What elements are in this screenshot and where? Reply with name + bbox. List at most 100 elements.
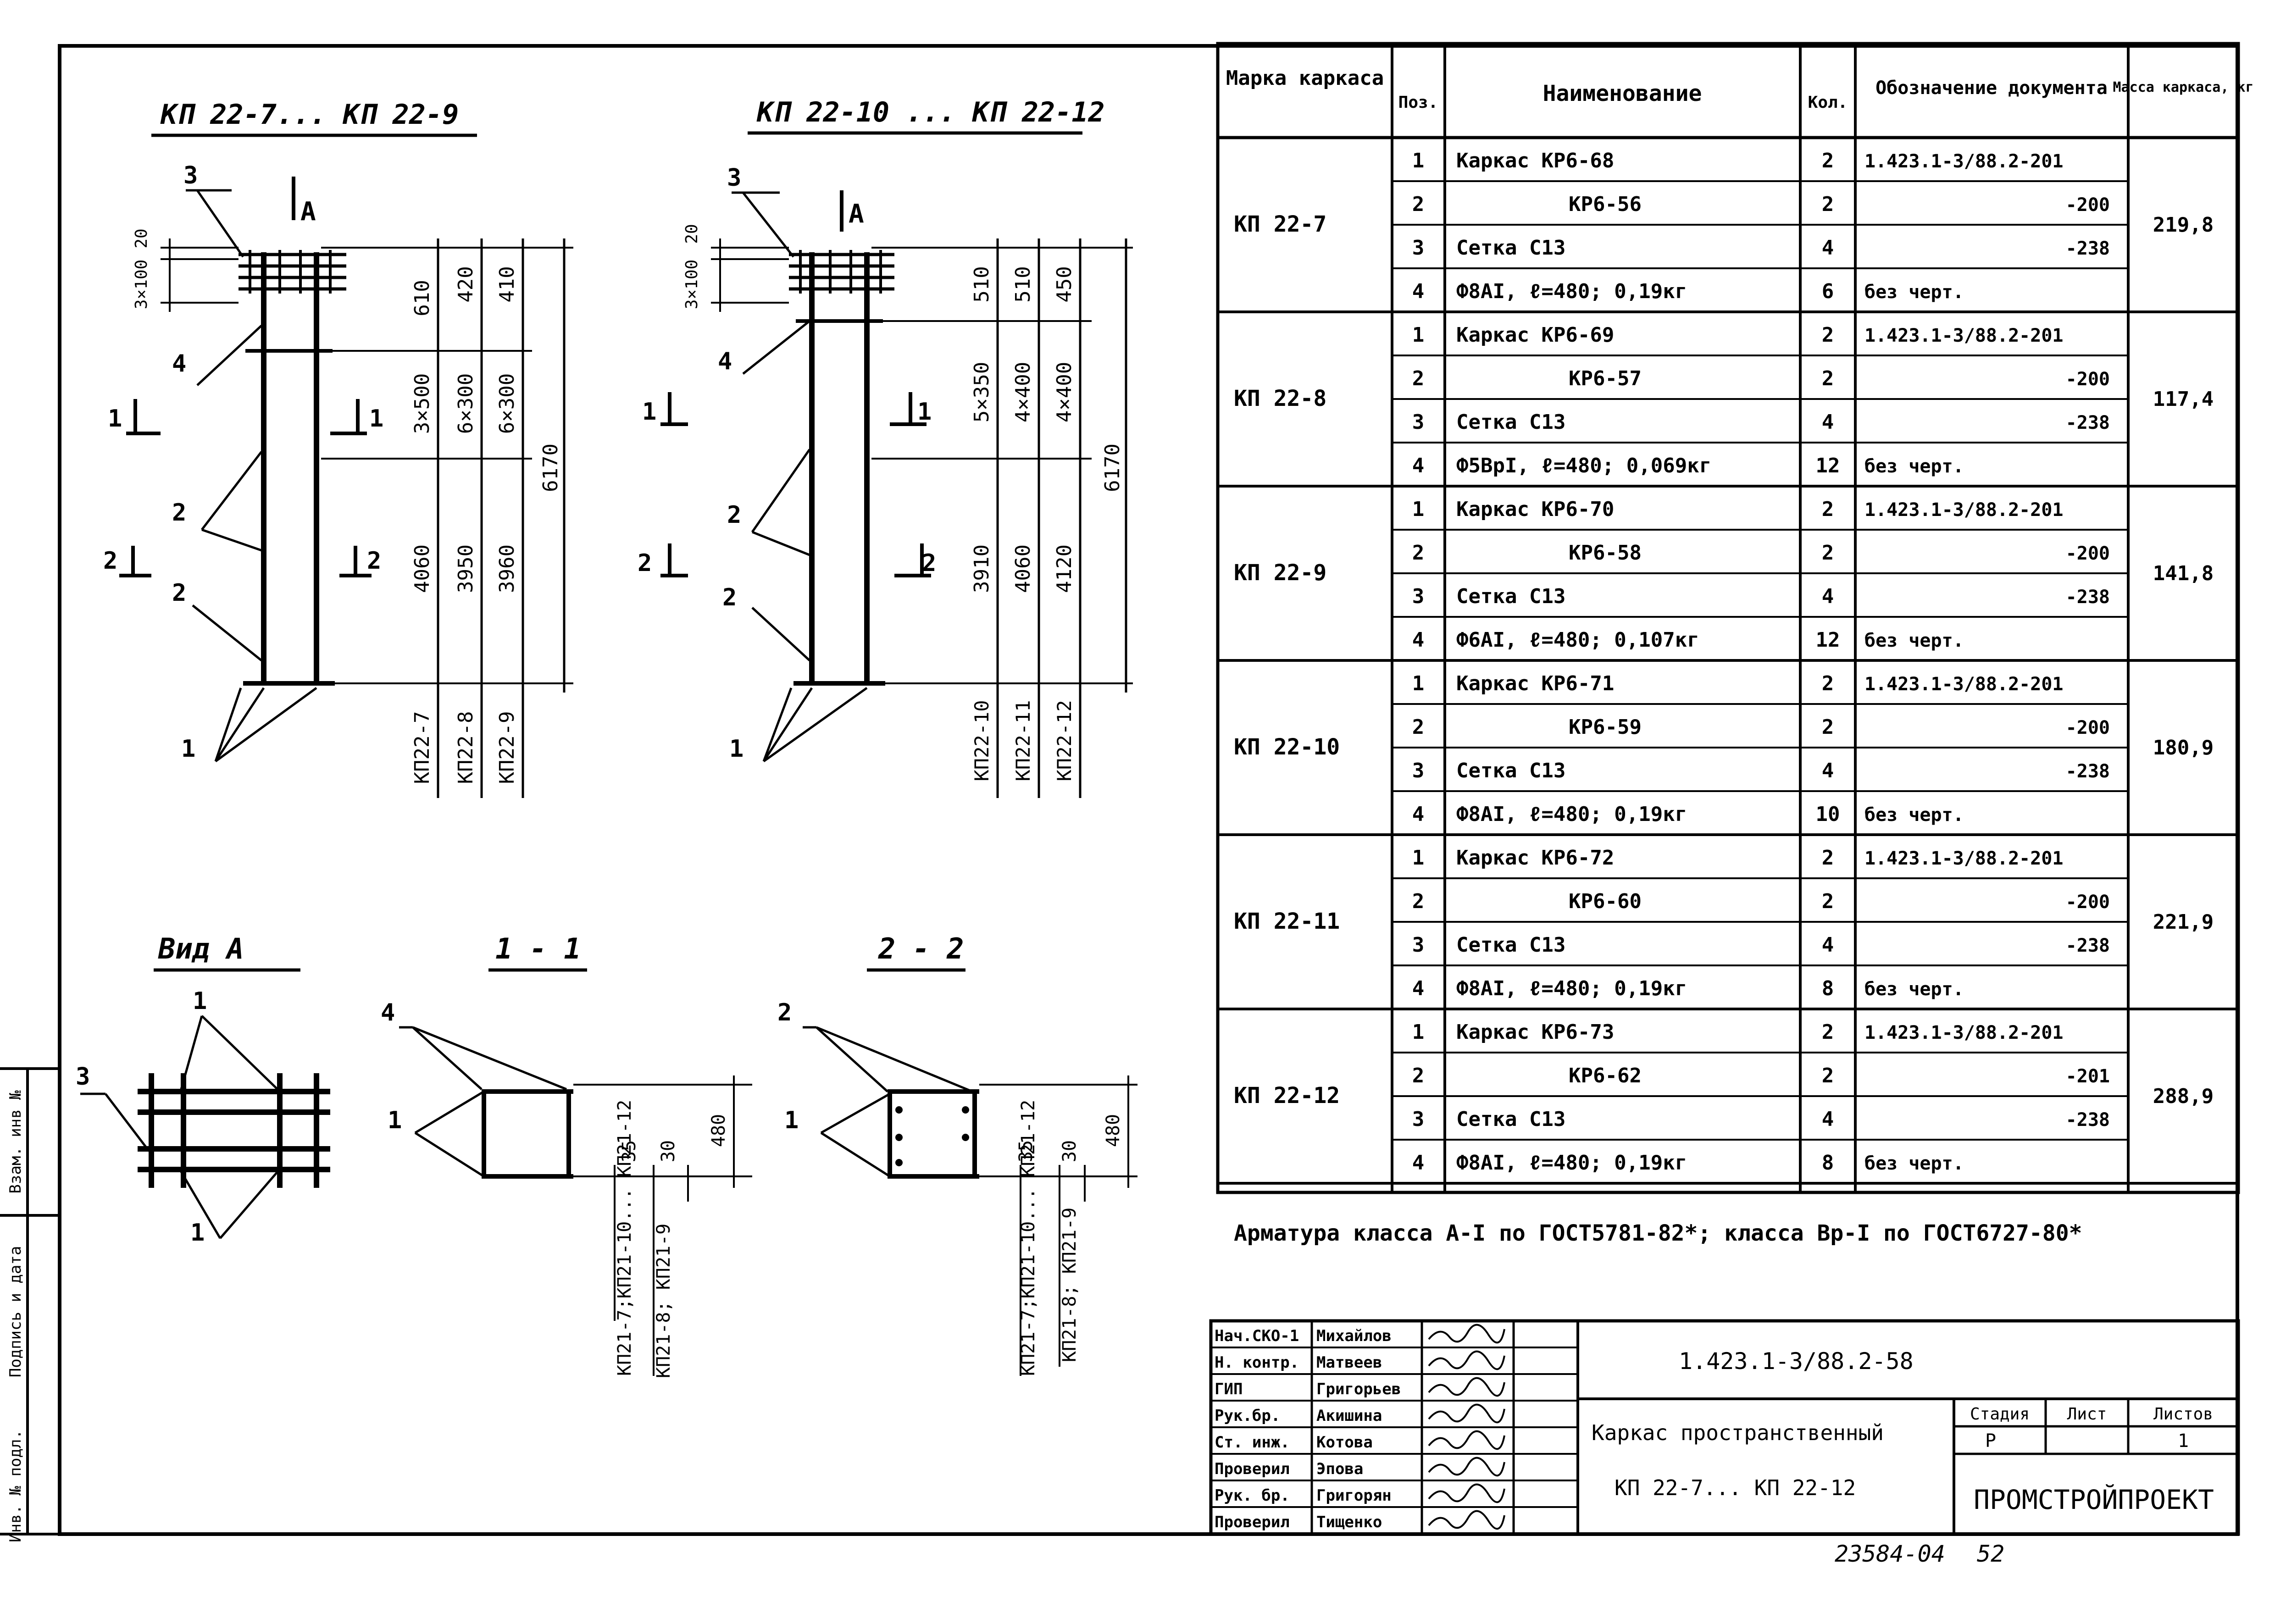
staff-role: Проверил — [1215, 1460, 1290, 1478]
row-name: Сетка С13 — [1456, 236, 1565, 260]
row-doc: -200 — [2066, 194, 2110, 216]
sec22-dim30: 30 — [1059, 1140, 1080, 1162]
hdr-name: Наименование — [1543, 81, 1702, 106]
right-title: КП 22-10 ... КП 22-12 — [756, 96, 1105, 128]
staff-name: Акишина — [1316, 1407, 1382, 1425]
row-pos: 4 — [1412, 628, 1425, 652]
group-mass: 141,8 — [2153, 562, 2214, 585]
row-doc: 1.423.1-3/88.2-201 — [1864, 325, 2063, 346]
staff-name: Михайлов — [1316, 1327, 1392, 1345]
staff-role: Рук. бр. — [1215, 1486, 1290, 1505]
row-pos: 2 — [1412, 1064, 1425, 1087]
sec11-dim30: 30 — [658, 1140, 679, 1162]
right-dim-3x100: 3×100 — [682, 260, 701, 309]
row-name: КР6-59 — [1569, 715, 1642, 739]
left-pos3: 3 — [183, 162, 198, 189]
signature — [1428, 1324, 1505, 1344]
group-mass: 221,9 — [2153, 910, 2214, 934]
sec11-pos1: 1 — [388, 1107, 402, 1134]
right-pos3: 3 — [727, 164, 741, 192]
left-c3-mid: 6×300 — [495, 373, 519, 434]
stage-value: Р — [1985, 1430, 1996, 1452]
group-mark: КП 22-7 — [1234, 211, 1326, 237]
sec22-bar-dot — [895, 1159, 903, 1166]
row-doc: -200 — [2066, 369, 2110, 390]
signature — [1428, 1457, 1505, 1477]
right-cut1-r: 1 — [917, 398, 932, 426]
group-mark: КП 22-12 — [1234, 1083, 1340, 1109]
left-c2-top: 420 — [454, 266, 477, 302]
left-pos4: 4 — [172, 350, 186, 377]
sec11-dim35: 35 — [619, 1140, 640, 1162]
row-qty: 2 — [1822, 193, 1834, 216]
row-doc: -238 — [2066, 412, 2110, 433]
row-name: КР6-62 — [1569, 1064, 1642, 1087]
signature — [1428, 1377, 1505, 1397]
right-pos1: 1 — [729, 735, 744, 763]
row-doc: 1.423.1-3/88.2-201 — [1864, 848, 2063, 869]
right-c2-bot: 4060 — [1011, 544, 1035, 593]
row-qty: 2 — [1822, 323, 1834, 347]
side-label-3: Инв. № подл. — [6, 1430, 25, 1542]
group-mass: 117,4 — [2153, 388, 2214, 411]
row-pos: 2 — [1412, 715, 1425, 739]
group-mark: КП 22-8 — [1234, 386, 1326, 411]
row-name: Ф6АI, ℓ=480; 0,107кг — [1456, 628, 1699, 652]
row-name: Ф8АI, ℓ=480; 0,19кг — [1456, 280, 1687, 303]
view-a-pos1-bot: 1 — [190, 1219, 205, 1247]
right-dim-20: 20 — [682, 224, 701, 244]
row-pos: 1 — [1412, 498, 1425, 521]
section-2-2: 2 - 2 2 1 35 30 480 КП21-7;КП21-10... КП… — [777, 932, 1137, 1376]
row-doc: -238 — [2066, 238, 2110, 259]
right-total: 6170 — [1101, 443, 1124, 492]
row-pos: 2 — [1412, 890, 1425, 913]
sheets-value: 1 — [2178, 1430, 2189, 1452]
row-doc: 1.423.1-3/88.2-201 — [1864, 1022, 2063, 1043]
row-name: КР6-58 — [1569, 541, 1642, 565]
organization: ПРОМСТРОЙПРОЕКТ — [1974, 1484, 2214, 1515]
row-qty: 2 — [1822, 890, 1834, 913]
right-pos4: 4 — [718, 348, 732, 375]
right-c1-mid: 5×350 — [970, 362, 993, 422]
signature — [1428, 1510, 1505, 1530]
staff-name: Эпова — [1316, 1460, 1363, 1478]
group-mark: КП 22-10 — [1234, 734, 1340, 760]
left-cut2-r: 2 — [367, 547, 381, 575]
left-c2-bot: 3950 — [454, 544, 477, 593]
staff-role: Н. контр. — [1215, 1353, 1299, 1372]
sec11-pos4: 4 — [381, 999, 395, 1026]
row-pos: 3 — [1412, 759, 1425, 782]
right-c3-label: КП22-12 — [1053, 700, 1076, 781]
row-pos: 1 — [1412, 1020, 1425, 1044]
signature — [1428, 1403, 1505, 1424]
archive-number: 23584-04 — [1835, 1541, 1945, 1567]
right-c3-top: 450 — [1053, 266, 1076, 302]
row-name: КР6-57 — [1569, 367, 1642, 390]
side-label-1: Взам. инв № — [6, 1090, 25, 1194]
sec11-label-b: КП21-8; КП21-9 — [653, 1224, 674, 1378]
left-c3-label: КП22-9 — [495, 711, 519, 784]
row-name: Каркас КР6-69 — [1456, 323, 1614, 347]
stage-header: Стадия — [1970, 1405, 2030, 1424]
row-qty: 2 — [1822, 1064, 1834, 1087]
signature — [1428, 1483, 1505, 1503]
row-name: Ф8АI, ℓ=480; 0,19кг — [1456, 803, 1687, 826]
sec22-dim35: 35 — [1015, 1140, 1037, 1162]
left-c1-label: КП22-7 — [411, 711, 434, 784]
row-qty: 8 — [1822, 1151, 1834, 1175]
staff-name: Котова — [1316, 1433, 1373, 1452]
row-qty: 6 — [1822, 280, 1834, 303]
row-doc: 1.423.1-3/88.2-201 — [1864, 151, 2063, 172]
sec22-bar-dot — [962, 1134, 969, 1141]
specification-table: Марка каркаса Поз. Наименование Кол. Обо… — [1216, 42, 2254, 1194]
view-a: Вид А 1 1 3 — [76, 932, 330, 1247]
row-qty: 2 — [1822, 541, 1834, 565]
staff-name: Григорьев — [1316, 1380, 1401, 1398]
row-name: Ф8АI, ℓ=480; 0,19кг — [1456, 1151, 1687, 1175]
row-pos: 1 — [1412, 672, 1425, 695]
left-cut1-l: 1 — [108, 405, 122, 432]
left-cut1-r: 1 — [369, 405, 383, 432]
doc-code: 1.423.1-3/88.2-58 — [1679, 1348, 1914, 1375]
